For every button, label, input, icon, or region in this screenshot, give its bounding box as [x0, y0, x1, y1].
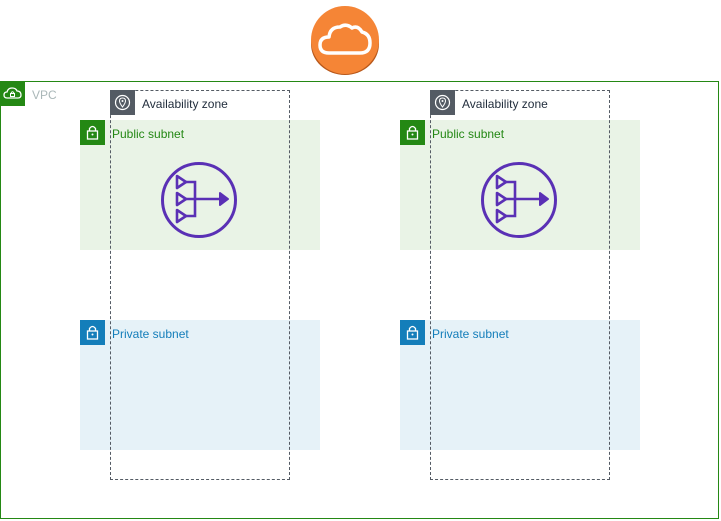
private-subnet-right	[400, 320, 640, 450]
nat-gateway-icon	[480, 161, 558, 239]
cloud-lock-icon	[0, 81, 25, 106]
availability-zone-left-label: Availability zone	[142, 97, 228, 111]
public-subnet-right-label: Public subnet	[432, 127, 505, 141]
vpc-label: VPC	[32, 88, 57, 102]
lock-icon	[400, 320, 425, 345]
nat-gateway-icon	[160, 161, 238, 239]
availability-zone-left	[110, 90, 290, 480]
internet-cloud-icon	[310, 5, 380, 75]
lock-icon	[80, 320, 105, 345]
location-pin-icon	[430, 90, 455, 115]
public-subnet-left-label: Public subnet	[112, 127, 185, 141]
public-subnet-right	[400, 120, 640, 250]
availability-zone-right	[430, 90, 610, 480]
private-subnet-left	[80, 320, 320, 450]
vpc-container	[0, 81, 719, 519]
lock-icon	[400, 120, 425, 145]
availability-zone-right-label: Availability zone	[462, 97, 548, 111]
private-subnet-left-label: Private subnet	[112, 327, 189, 341]
location-pin-icon	[110, 90, 135, 115]
lock-icon	[80, 120, 105, 145]
public-subnet-left	[80, 120, 320, 250]
private-subnet-right-label: Private subnet	[432, 327, 509, 341]
